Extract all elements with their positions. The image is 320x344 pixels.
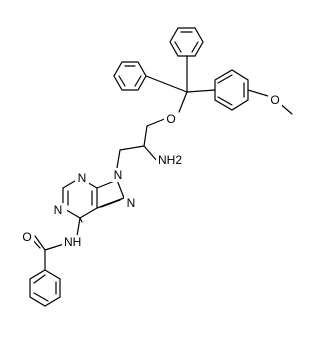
phenyl-ring-a	[169, 27, 204, 93]
purine-n1-label: N	[54, 203, 63, 217]
phenyl-ring-b	[113, 61, 188, 93]
purine-n7-label: N	[127, 196, 136, 210]
purine-n9-label: N	[114, 168, 123, 182]
atom-labels: O O NH2 N N N N NH O	[20, 92, 282, 249]
ether-o-label: O	[166, 112, 175, 126]
linker-chain	[116, 91, 188, 169]
amide-nh-label: NH	[64, 235, 81, 249]
benzamide-group	[29, 217, 81, 307]
amine-label: NH2	[158, 153, 182, 167]
amide-o-label: O	[22, 230, 31, 244]
methoxy-o-label: O	[270, 93, 279, 107]
purine-imidazole-ring	[96, 179, 125, 209]
purine-n3-label: N	[78, 171, 87, 185]
